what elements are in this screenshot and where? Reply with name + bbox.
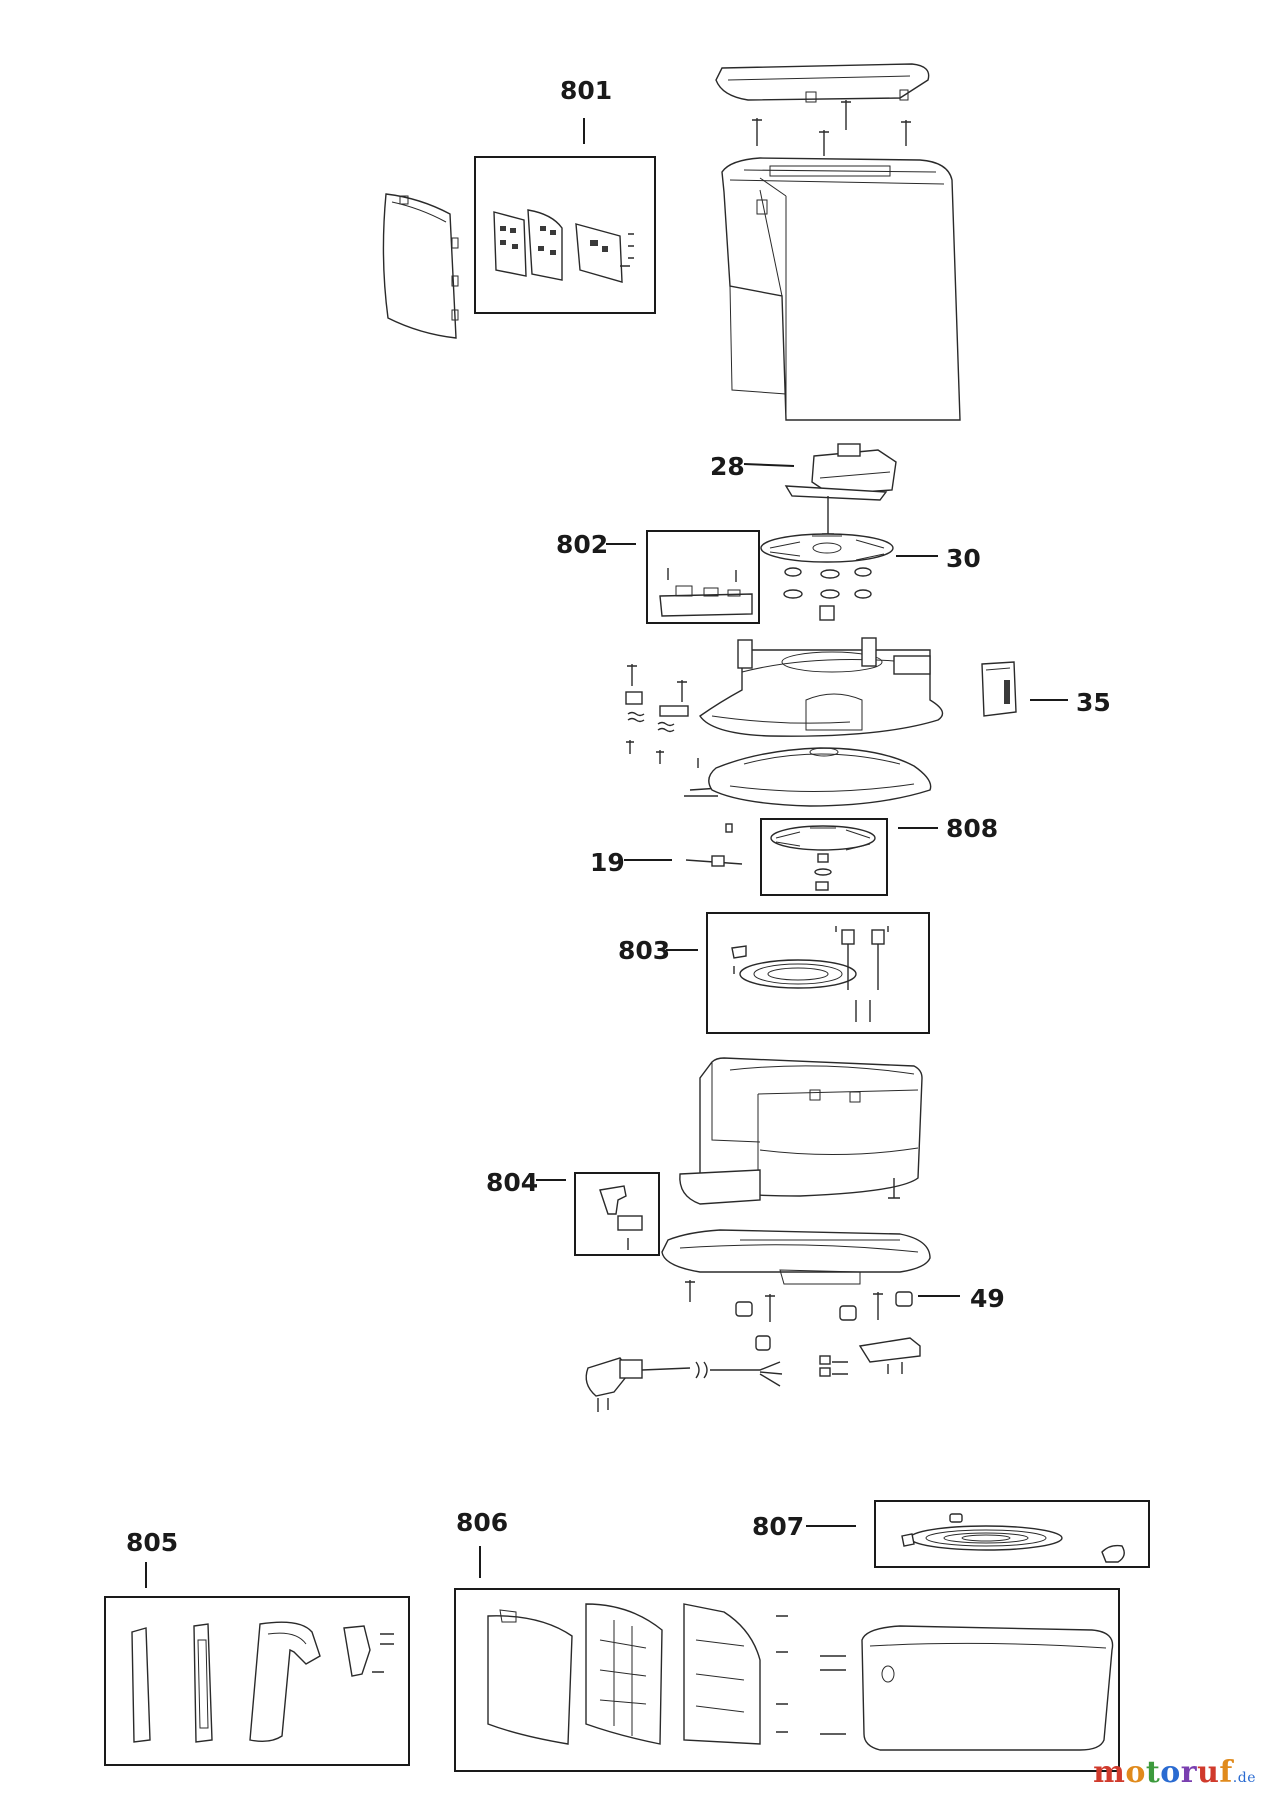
brand-tld: .de xyxy=(1232,1770,1256,1786)
box-801 xyxy=(474,156,656,314)
box-805 xyxy=(104,1596,410,1766)
power-cord xyxy=(585,1357,783,1412)
brand-name: motoruf xyxy=(1093,1755,1233,1790)
cord-clamp xyxy=(819,1337,921,1377)
box-808 xyxy=(760,818,888,896)
box-802 xyxy=(646,530,760,624)
callout-807: 807 xyxy=(752,1512,805,1541)
callout-804: 804 xyxy=(486,1168,539,1197)
box-806 xyxy=(454,1588,1120,1772)
box-803 xyxy=(706,912,930,1034)
switch-parts xyxy=(625,664,721,797)
brand-watermark: motoruf.de xyxy=(1093,1755,1256,1790)
brand-letter: o xyxy=(1160,1755,1181,1790)
brand-letter: r xyxy=(1180,1755,1198,1790)
brand-letter: u xyxy=(1197,1755,1220,1790)
callout-35: 35 xyxy=(1076,688,1111,717)
base-feet-screws xyxy=(685,1280,913,1351)
base-plate xyxy=(661,1229,931,1285)
brand-letter: o xyxy=(1125,1755,1146,1790)
box-804 xyxy=(574,1172,660,1256)
lid-screws xyxy=(752,100,911,156)
callout-19: 19 xyxy=(590,848,625,877)
brand-letter: m xyxy=(1093,1755,1126,1790)
brand-letter: t xyxy=(1145,1755,1161,1790)
grill-grate xyxy=(901,1513,1125,1563)
upper-housing xyxy=(721,157,961,421)
top-lid-cover xyxy=(715,63,930,103)
control-board-parts xyxy=(493,209,634,283)
brand-letter: f xyxy=(1219,1755,1233,1790)
lower-housing xyxy=(679,1057,923,1205)
power-board xyxy=(659,568,753,617)
heat-shield xyxy=(708,747,932,807)
callout-802: 802 xyxy=(556,530,609,559)
leader-28 xyxy=(743,463,795,467)
side-button xyxy=(981,661,1017,717)
motor-support-frame xyxy=(699,637,944,737)
callout-808: 808 xyxy=(946,814,999,843)
callout-805: 805 xyxy=(126,1528,179,1557)
micro-switch-parts xyxy=(599,1185,643,1250)
fan-blade xyxy=(760,533,894,621)
callout-806: 806 xyxy=(456,1508,509,1537)
fan-motor xyxy=(784,443,897,535)
callout-801: 801 xyxy=(560,76,613,105)
callout-49: 49 xyxy=(970,1284,1005,1313)
lower-fan xyxy=(770,825,876,891)
basket-parts xyxy=(487,1603,1114,1751)
callout-803: 803 xyxy=(618,936,671,965)
handle-parts xyxy=(131,1621,394,1743)
callout-28: 28 xyxy=(710,452,745,481)
box-807 xyxy=(874,1500,1150,1568)
control-panel-cover xyxy=(382,193,459,339)
shaft-pin xyxy=(685,823,743,867)
callout-30: 30 xyxy=(946,544,981,573)
heating-element xyxy=(731,926,889,1022)
